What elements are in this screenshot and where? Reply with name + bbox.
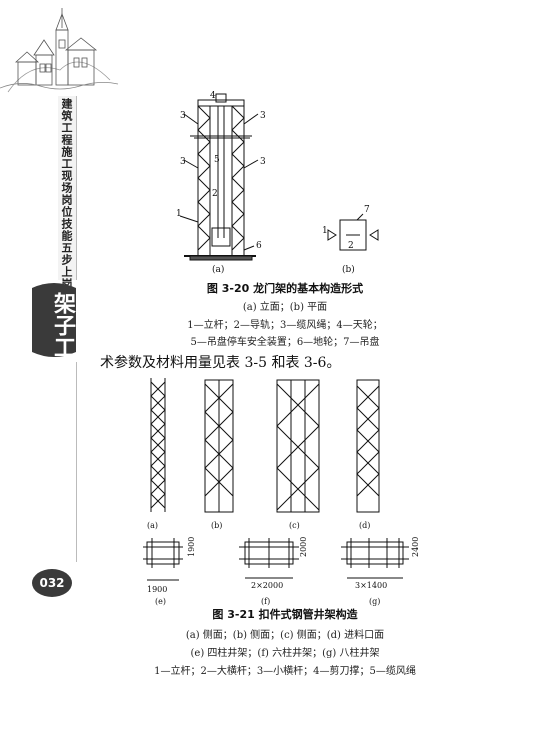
figure-3-21-legend-3: 1—立杆；2—大横杆；3—小横杆；4—剪刀撑；5—缆风绳 [154, 666, 416, 677]
fig21-sub-c: (c) [289, 521, 300, 530]
fig21-dim-f-h: 2000 [299, 537, 308, 557]
fig20-label-3b: 3 [260, 111, 266, 121]
fig20-label-2: 2 [212, 189, 218, 199]
fig20-label-4: 4 [210, 91, 216, 101]
fig21-dim-f-w: 2×2000 [251, 581, 283, 590]
fig21-sub-a: (a) [147, 521, 158, 530]
fig21-sub-e: (e) [155, 597, 166, 606]
figure-3-20-caption: 图 3-20 龙门架的基本构造形式 [206, 282, 364, 295]
fig21-dim-g-h: 2400 [411, 537, 420, 557]
page-number: 032 [39, 576, 65, 590]
fig20-label-3a: 3 [180, 111, 186, 121]
body-paragraph: 术参数及材料用量见表 3-5 和表 3-6。 [100, 355, 341, 371]
fig20-label-5: 5 [214, 155, 220, 165]
figure-3-21-legend-2: (e) 四柱井架；(f) 六柱井架；(g) 八柱井架 [190, 648, 380, 659]
fig20-label-1: 1 [176, 209, 182, 219]
book-title: 架子工 [50, 292, 75, 358]
series-title: 建筑工程施工现场岗位技能五步上岗系列 [60, 98, 73, 314]
fig20-label-3d: 3 [260, 157, 266, 167]
figure-3-20-legend-2: 1—立杆；2—导轨；3—缆风绳；4—天轮； [187, 320, 383, 331]
figure-3-20-drawing: 4 3 3 3 3 5 2 1 6 7 1 2 (a) (b) [176, 91, 379, 275]
fig20-label-3c: 3 [180, 157, 186, 167]
fig21-sub-d: (d) [359, 521, 370, 530]
fig20-label-1b: 1 [322, 226, 328, 236]
fig20-label-2b: 2 [348, 241, 354, 251]
figure-3-21-drawing: (a) (b) (c) (d) (e) (f) (g) 1900 1900 20… [143, 378, 420, 606]
fig21-dim-e-w: 1900 [147, 585, 167, 594]
fig20-sub-b: (b) [342, 264, 355, 275]
book-title-badge [32, 283, 76, 357]
fig21-sub-g: (g) [369, 597, 380, 606]
church-illustration [0, 8, 119, 93]
fig20-sub-a: (a) [212, 264, 224, 275]
fig21-dim-g-w: 3×1400 [355, 581, 387, 590]
figure-3-21-legend-1: (a) 侧面；(b) 侧面；(c) 侧面；(d) 进料口面 [185, 630, 385, 641]
sidebar-strip [58, 96, 77, 280]
figure-3-20-legend-3: 5—吊盘停车安全装置；6—地轮；7—吊盘 [190, 337, 380, 348]
fig21-dim-e-h: 1900 [187, 537, 196, 557]
figure-3-20-legend-1: (a) 立面；(b) 平面 [242, 302, 328, 313]
fig20-label-7: 7 [364, 205, 370, 215]
figure-3-21-caption: 图 3-21 扣件式钢管井架构造 [212, 608, 358, 621]
page-number-badge [32, 569, 72, 597]
fig20-label-6: 6 [256, 241, 262, 251]
fig21-sub-f: (f) [261, 597, 270, 606]
fig21-sub-b: (b) [211, 521, 222, 530]
sidebar-lower-strip [58, 362, 77, 562]
